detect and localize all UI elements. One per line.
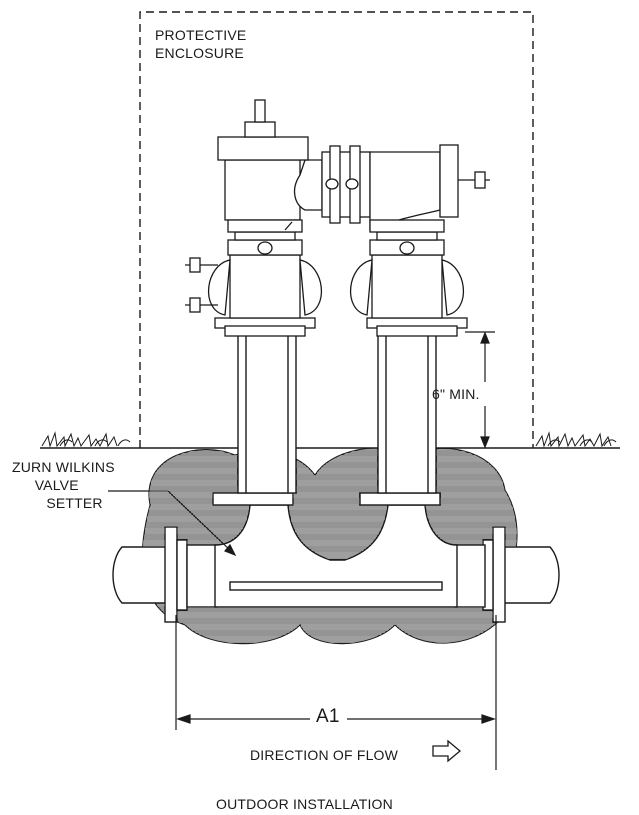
left-valve-assembly: [185, 231, 322, 337]
clearance-dimension: [465, 331, 495, 449]
flow-arrow-icon: [432, 739, 462, 763]
outlet-pipe: [454, 526, 560, 623]
riser-right: [377, 334, 437, 494]
enclosure-label-line1: PROTECTIVE: [155, 27, 247, 43]
setter-leader: [108, 490, 237, 557]
a1-label: A1: [316, 706, 340, 727]
setter-label-line2: VALVE: [34, 477, 79, 493]
enclosure-label: PROTECTIVE ENCLOSURE: [155, 26, 246, 62]
drawing-title: OUTDOOR INSTALLATION: [216, 796, 393, 812]
flow-label: DIRECTION OF FLOW: [250, 747, 399, 763]
valve-setter: [212, 492, 458, 608]
valve-setter-label: ZURN WILKINS VALVE SETTER: [12, 458, 115, 512]
enclosure-label-line2: ENCLOSURE: [155, 45, 244, 61]
right-valve-assembly: [350, 231, 468, 337]
backflow-preventer: [217, 99, 490, 233]
grass-right: [535, 431, 617, 448]
protective-enclosure: [139, 11, 534, 448]
riser-left: [237, 334, 297, 494]
setter-label-line3: SETTER: [46, 495, 103, 511]
a1-dimension: [175, 615, 497, 770]
setter-label-line1: ZURN WILKINS: [12, 459, 115, 475]
clearance-label: 6" MIN.: [432, 386, 480, 402]
grass-left: [41, 431, 131, 448]
inlet-pipe: [112, 526, 218, 623]
